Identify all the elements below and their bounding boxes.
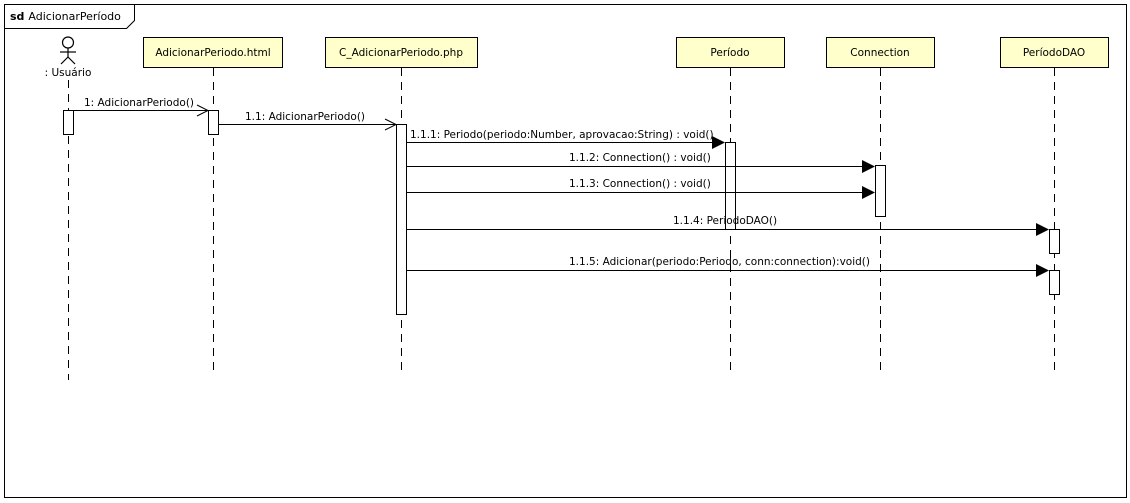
message-arrowhead-1-1-4 — [1036, 223, 1049, 236]
activation-php — [396, 124, 407, 315]
message-label-1-1-5: 1.1.5: Adicionar(periodo:Periodo, conn:c… — [569, 256, 870, 268]
actor-leg-left — [60, 56, 69, 65]
activation-periododao-1 — [1049, 229, 1060, 254]
message-label-1-1-1: 1.1.1: Periodo(periodo:Number, aprovacao… — [410, 129, 714, 141]
lifeline-head-connection — [826, 37, 935, 68]
lifeline-head-periododao — [1000, 37, 1109, 68]
actor-usuario — [60, 36, 76, 65]
diagram-frame — [4, 4, 1127, 498]
message-label-1-1-2: 1.1.2: Connection() : void() — [569, 152, 711, 164]
actor-leg-right — [67, 56, 76, 65]
actor-head — [61, 36, 75, 49]
message-label-1-1-3: 1.1.3: Connection() : void() — [569, 178, 711, 190]
lifeline-label-connection: Connection — [850, 47, 909, 59]
message-label-1-1: 1.1: AdicionarPeriodo() — [245, 111, 365, 123]
actor-label: : Usuário — [45, 67, 92, 79]
lifeline-label-php: C_AdicionarPeriodo.php — [339, 47, 463, 59]
lifeline-head-php — [325, 37, 478, 68]
message-arrowhead-1-1-5 — [1036, 264, 1049, 277]
lifeline-head-periodo — [676, 37, 785, 68]
activation-periododao-2 — [1049, 270, 1060, 295]
message-label-1: 1: AdicionarPeriodo() — [84, 97, 194, 109]
message-arrowhead-1-1-2 — [862, 160, 875, 173]
message-arrowhead-1 — [196, 104, 210, 117]
activation-usuario — [63, 110, 74, 135]
lifeline-label-html: AdicionarPeriodo.html — [155, 47, 270, 59]
frame-title: sd AdicionarPeríodo — [10, 10, 121, 23]
lifeline-label-periododao: PeríodoDAO — [1023, 47, 1085, 59]
message-label-1-1-4: 1.1.4: PeriodoDAO() — [673, 215, 777, 227]
activation-connection — [875, 165, 886, 217]
message-arrowhead-1-1-1 — [712, 136, 725, 149]
message-arrowhead-1-1-3 — [862, 186, 875, 199]
lifeline-label-periodo: Período — [710, 47, 749, 59]
frame-title-tab — [4, 4, 135, 29]
message-arrowhead-1-1 — [384, 118, 398, 131]
lifeline-head-html — [143, 37, 283, 68]
activation-html — [208, 110, 219, 135]
frame-keyword: sd — [10, 10, 24, 23]
frame-name: AdicionarPeríodo — [28, 10, 121, 23]
